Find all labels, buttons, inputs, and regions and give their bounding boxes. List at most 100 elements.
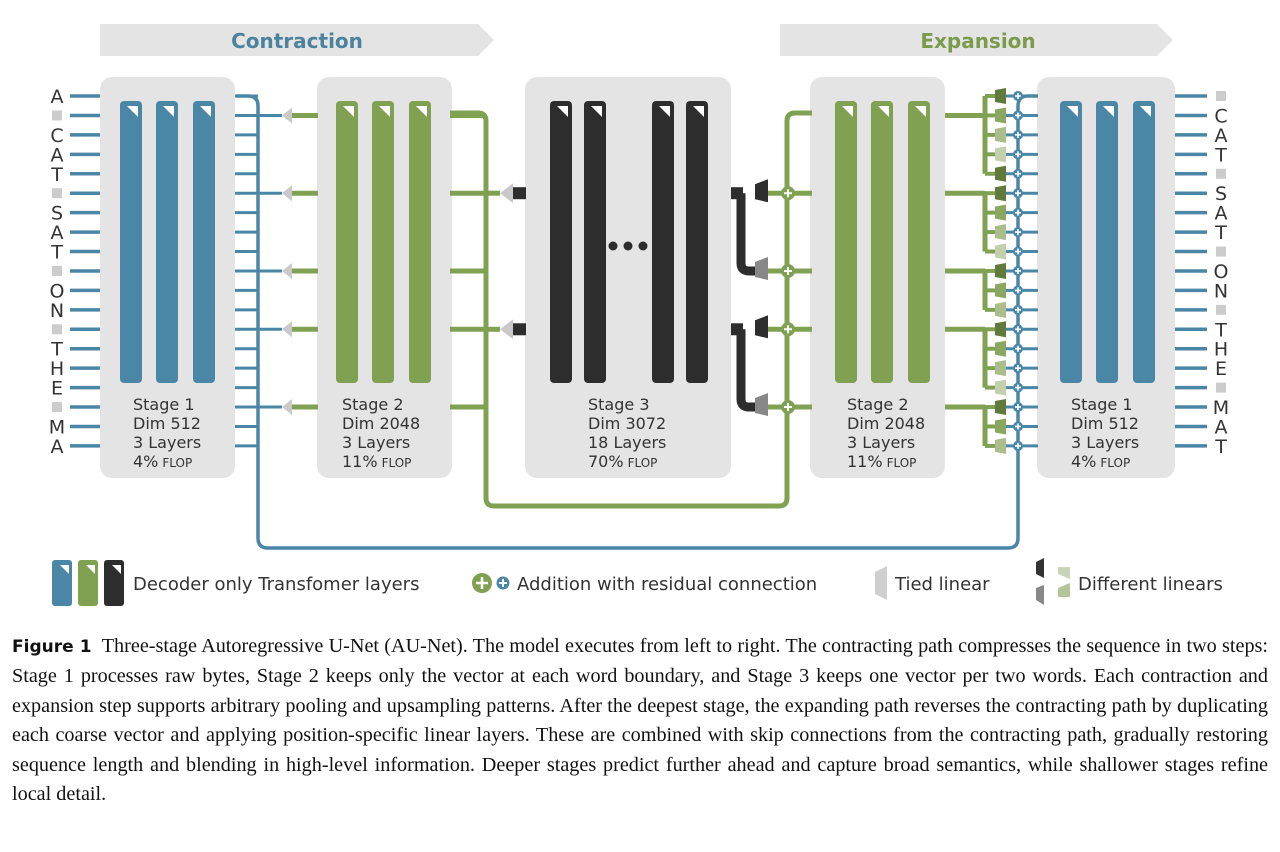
different-linear-icon [995,262,1006,279]
input-token: T [50,164,100,186]
input-token: A [51,222,100,244]
output-token: A [1175,125,1228,147]
stage-dim: Dim 2048 [847,414,925,433]
different-linear-icon [995,321,1006,338]
legend-addition-label: Addition with residual connection [517,574,817,595]
tied-linear-icon [282,399,292,416]
pool-connector [258,107,318,124]
token-char: A [1215,203,1228,225]
input-token: E [51,378,100,400]
tied-linear-icon [875,566,887,600]
upsample-connector [945,88,1038,182]
token-char: T [50,164,63,186]
output-token [1175,246,1226,257]
output-token: A [1175,203,1228,225]
stage-flop-pct: 11% [847,452,883,471]
token-char: S [51,203,63,225]
transformer-layer [584,101,606,383]
transformer-layer [686,101,708,383]
stage-dim: Dim 512 [1071,414,1139,433]
input-token [52,265,100,276]
token-char: T [50,242,63,264]
legend-decoder-label: Decoder only Transfomer layers [133,574,419,595]
token-char: A [51,222,64,244]
legend-addition-item: Addition with residual connection [472,573,817,595]
different-linear-icon [995,185,1006,202]
transformer-layer [120,101,142,383]
output-token [1175,168,1226,179]
stage-name: Stage 3 [588,395,650,414]
token-char: M [49,416,65,438]
stage-name: Stage 1 [133,395,195,414]
input-token [52,188,100,199]
output-token [1175,91,1226,101]
different-linear-icon-1 [1036,558,1044,578]
stage3-info: Stage 3 Dim 3072 18 Layers 70%FLOP [588,395,666,471]
token-char: T [1214,222,1227,244]
figure-label: Figure 1 [12,637,92,657]
stage-dim: Dim 2048 [342,414,420,433]
input-token: T [50,339,100,361]
legend-different-item: Different linears [1036,558,1223,605]
input-token [52,324,100,335]
input-token: N [50,300,100,322]
stage-name: Stage 2 [847,395,909,414]
tied-linear-icon [282,185,292,202]
transformer-layer [156,101,178,383]
output-token: A [1175,416,1228,438]
stage-dim: Dim 512 [133,414,201,433]
stage-layers: 3 Layers [342,433,410,452]
connectors [235,88,1038,454]
tied-linear-icon [282,262,292,279]
token-char: N [1214,280,1228,302]
output-token: N [1175,280,1228,302]
different-linear-icon [755,393,768,417]
different-linear-icon [995,399,1006,416]
token-char: A [51,86,64,108]
token-char: T [1214,436,1227,458]
different-linear-icon [995,224,1006,241]
token-char: A [1215,125,1228,147]
contraction-banner: Contraction [100,24,494,56]
different-linear-icon-2 [1036,585,1044,605]
different-linear-icon [995,165,1006,182]
input-token: O [50,280,100,302]
transformer-layer [372,101,394,383]
legend-decoder-item: Decoder only Transfomer layers [52,560,419,606]
stage-layers: 3 Layers [133,433,201,452]
upsample-connector [945,262,1038,318]
stage3-ellipsis [608,241,648,251]
token-char: E [51,378,63,400]
different-linear-icon [995,243,1006,260]
transformer-layer [871,101,893,383]
upsample-connector [945,399,1038,454]
pool-connector [258,185,318,202]
pool-connector [258,321,318,338]
output-token [1175,304,1226,315]
upsample-connector [945,185,1038,260]
legend-tied-label: Tied linear [894,574,990,595]
stage-name: Stage 2 [342,395,404,414]
input-token: T [50,242,100,264]
token-char: A [51,436,64,458]
boundary-square-icon [52,188,62,199]
caption-text: Three-stage Autoregressive U-Net (AU-Net… [12,635,1269,806]
different-linear-icon [995,301,1006,318]
output-token: H [1175,339,1228,361]
stage1-right-info: Stage 1 Dim 512 3 Layers 4%FLOP [1071,395,1139,471]
upsample-connector [731,179,812,280]
stage-dim: Dim 3072 [588,414,666,433]
figure-caption: Figure 1 Three-stage Autoregressive U-Ne… [12,632,1268,809]
token-char: T [50,339,63,361]
legend-different-label: Different linears [1078,574,1223,595]
tied-linear-icon [500,183,513,204]
transformer-layer [193,101,215,383]
different-linear-icon [995,88,1006,104]
transformer-layer [835,101,857,383]
expansion-label: Expansion [920,29,1035,53]
different-linear-icon [995,204,1006,221]
expansion-banner: Expansion [780,24,1173,56]
different-linear-icon [755,315,768,339]
transformer-layer [409,101,431,383]
